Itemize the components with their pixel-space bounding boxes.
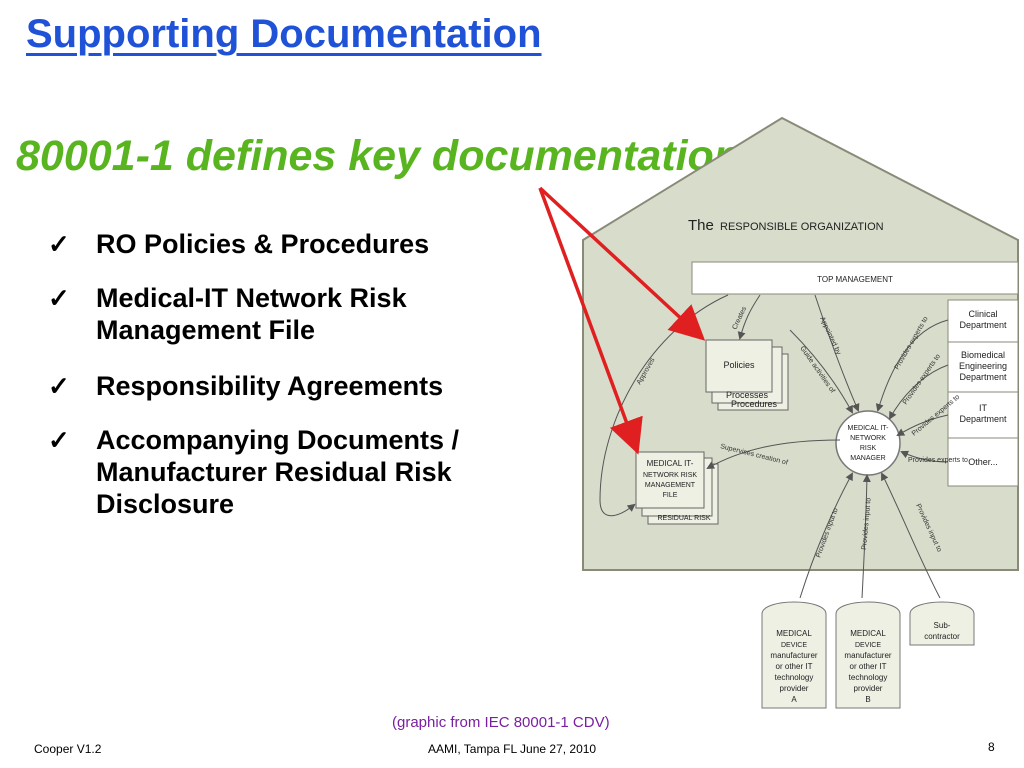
department-label: Biomedical — [961, 350, 1005, 360]
bullet-item: ✓ RO Policies & Procedures — [48, 228, 568, 260]
footer-event: AAMI, Tampa FL June 27, 2010 — [428, 742, 597, 756]
provider-label: DEVICE — [855, 642, 881, 649]
department-box-other — [947, 437, 1019, 487]
provider-label: B — [865, 695, 870, 704]
processes-label: Processes — [726, 390, 769, 400]
bullet-text-line2: Manufacturer Residual Risk — [96, 457, 452, 487]
bullet-text: RO Policies & Procedures — [96, 229, 430, 259]
provider-label: provider — [780, 684, 809, 693]
risk-file-label: NETWORK RISK — [643, 472, 697, 479]
department-label: Department — [959, 414, 1007, 424]
department-box-biomedical — [947, 341, 1019, 393]
risk-manager-label: RISK — [860, 445, 877, 452]
provider-label: MEDICAL — [850, 629, 886, 638]
graphic-caption: (graphic from IEC 80001-1 CDV) — [392, 714, 610, 731]
residual-risk-label: RESIDUAL RISK — [657, 515, 710, 522]
policies-doc — [705, 339, 773, 393]
risk-manager-label: MANAGER — [850, 455, 885, 462]
checkmark-icon: ✓ — [48, 425, 70, 455]
provider-label: or other IT — [850, 662, 887, 671]
top-management-label: TOP MANAGEMENT — [817, 275, 893, 284]
risk-file-label: MANAGEMENT — [645, 482, 696, 489]
bullet-item: ✓ Responsibility Agreements — [48, 370, 568, 402]
provider-a-cylinder — [761, 601, 827, 709]
department-label: Other... — [968, 457, 998, 467]
slide-title: Supporting Documentation — [26, 12, 542, 56]
footer-author: Cooper V1.2 — [34, 742, 102, 756]
provider-label: or other IT — [776, 662, 813, 671]
highlight-arrow-policies — [538, 186, 706, 341]
risk-manager-label: NETWORK — [850, 435, 886, 442]
bullet-text: Accompanying Documents / — [96, 425, 460, 455]
bullet-item: ✓ Medical-IT Network Risk Management Fil… — [48, 282, 568, 346]
bullet-list: ✓ RO Policies & Procedures ✓ Medical-IT … — [48, 228, 568, 542]
subcontractor-label: Sub- — [934, 621, 951, 630]
risk-file-label: FILE — [663, 492, 678, 499]
subcontractor-cylinder — [909, 601, 975, 646]
provider-b-cylinder — [835, 601, 901, 709]
house-title: RESPONSIBLE ORGANIZATION — [720, 221, 884, 233]
subcontractor-label: contractor — [924, 632, 960, 641]
department-label: Clinical — [968, 309, 997, 319]
department-box-it — [947, 391, 1019, 439]
highlight-arrows — [538, 186, 706, 455]
department-label: Department — [959, 320, 1007, 330]
risk-file-label: MEDICAL IT- — [647, 459, 694, 468]
checkmark-icon: ✓ — [48, 229, 70, 259]
department-label: Engineering — [959, 361, 1007, 371]
provider-label: technology — [775, 673, 814, 682]
top-management-box — [691, 261, 1019, 295]
arrow-label: Provides input to — [861, 498, 873, 551]
provider-label: provider — [854, 684, 883, 693]
page-number: 8 — [988, 740, 995, 754]
provider-label: manufacturer — [844, 651, 891, 660]
risk-file-doc — [635, 451, 705, 509]
bullet-text: Responsibility Agreements — [96, 371, 444, 401]
bullet-text: Medical-IT Network Risk — [96, 283, 407, 313]
department-label: Department — [959, 372, 1007, 382]
highlight-arrow-risk-file — [538, 187, 643, 455]
department-label: IT — [979, 403, 988, 413]
provider-label: manufacturer — [770, 651, 817, 660]
provider-label: DEVICE — [781, 642, 807, 649]
provider-label: MEDICAL — [776, 629, 812, 638]
risk-manager-label: MEDICAL IT- — [848, 425, 890, 432]
provider-label: A — [791, 695, 797, 704]
arrow-label: Provides experts to — [908, 457, 968, 464]
risk-manager-circle — [835, 410, 901, 476]
connection-arrows — [599, 294, 949, 599]
checkmark-icon: ✓ — [48, 371, 70, 401]
house-title-prefix: The — [688, 217, 714, 234]
policies-label: Policies — [723, 360, 755, 370]
provider-label: technology — [849, 673, 888, 682]
checkmark-icon: ✓ — [48, 283, 70, 313]
procedures-label: Procedures — [731, 399, 778, 409]
bullet-item: ✓ Accompanying Documents / Manufacturer … — [48, 424, 568, 520]
bullet-text-line2: Management File — [96, 315, 316, 345]
bullet-text-line3: Disclosure — [96, 489, 235, 519]
slide-subtitle: 80001-1 defines key documentation: — [16, 132, 755, 180]
